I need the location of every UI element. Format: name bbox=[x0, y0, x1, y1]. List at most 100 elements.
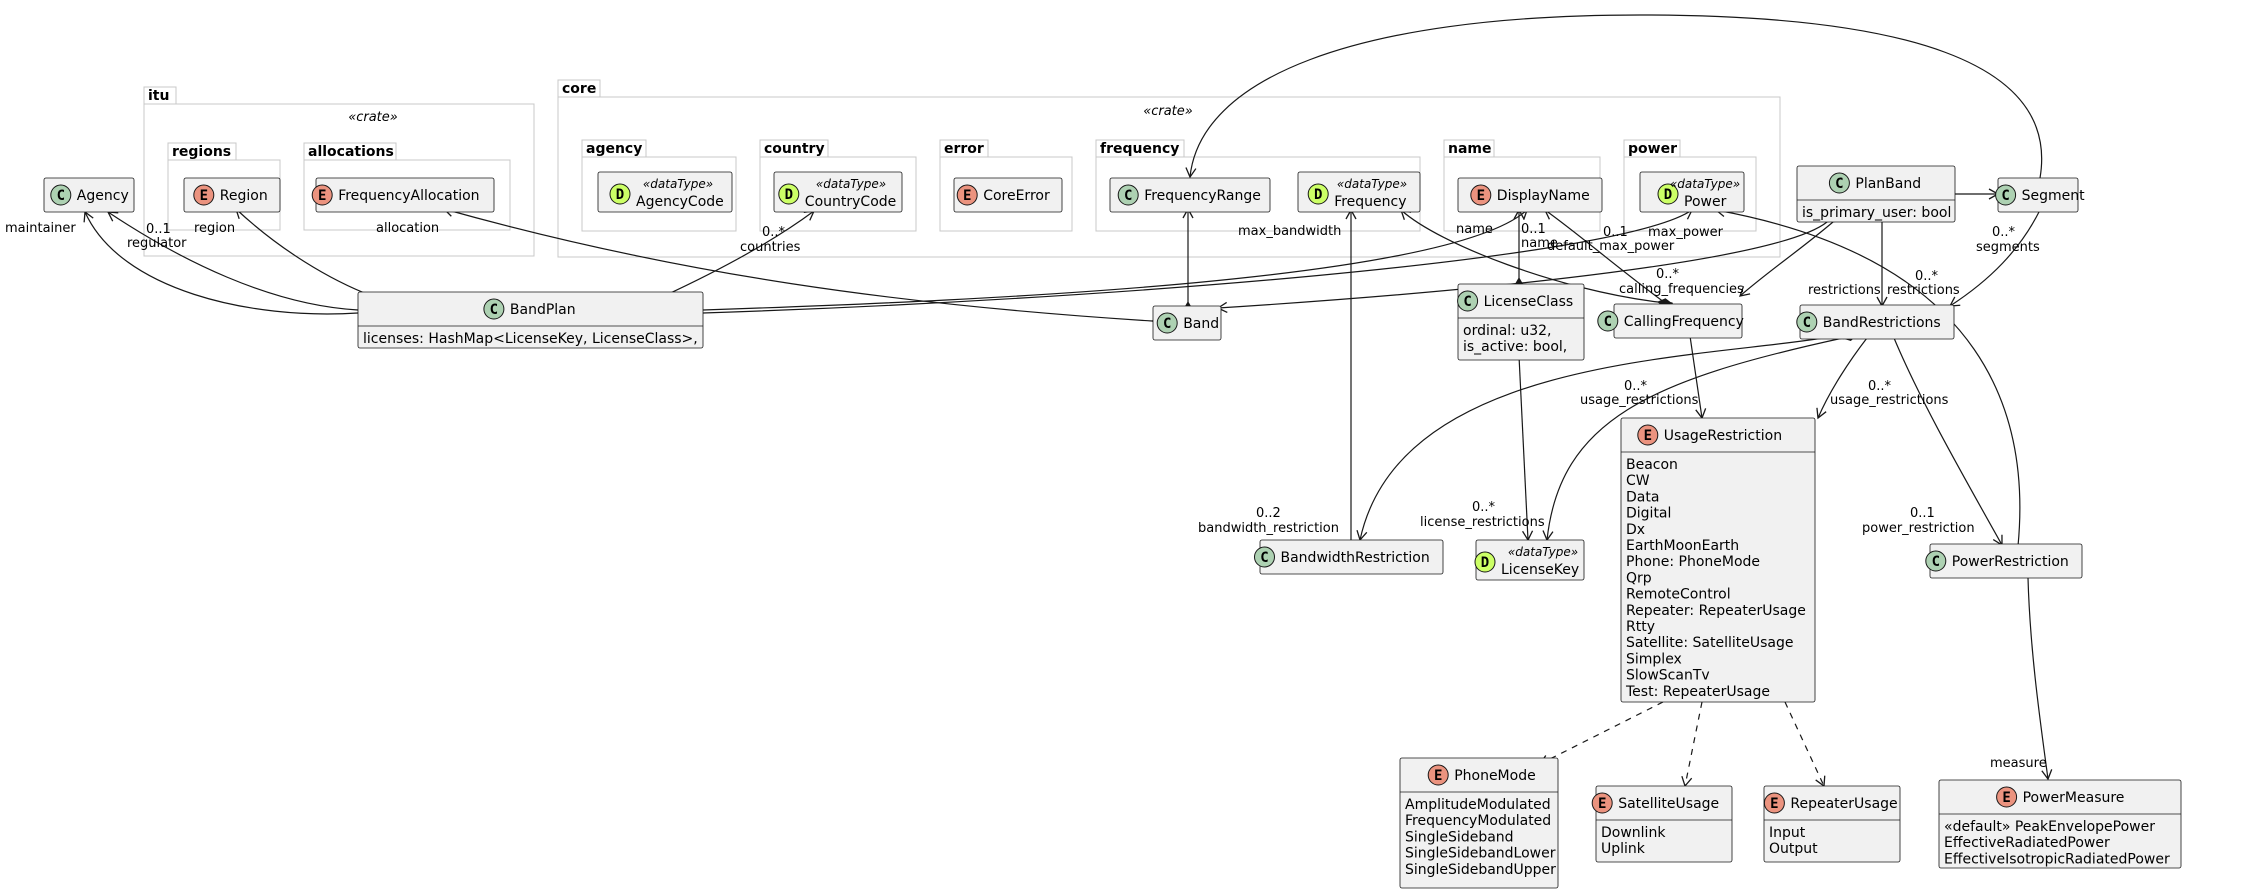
label-name-multiplicity: 0..1 bbox=[1521, 222, 1546, 237]
class-box bbox=[953, 177, 1063, 213]
badge-letter: E bbox=[1477, 188, 1485, 204]
label-maintainer: maintainer bbox=[5, 221, 76, 236]
class-agency[interactable]: C Agency bbox=[43, 177, 135, 213]
label-max-bandwidth: max_bandwidth bbox=[1238, 224, 1341, 239]
label-regulator: regulator bbox=[127, 236, 187, 251]
edge-labels: maintainer 0..1 regulator region allocat… bbox=[5, 221, 2047, 771]
class-name: Power bbox=[1684, 194, 1727, 210]
edge-usage-satelliteusage bbox=[1681, 701, 1703, 788]
class-license-key[interactable]: D«dataType»LicenseKey bbox=[1474, 539, 1585, 581]
class-agency-code[interactable]: D«dataType»AgencyCode bbox=[597, 171, 733, 213]
badge-letter: E bbox=[318, 188, 326, 204]
class-box bbox=[1457, 283, 1585, 361]
class-name: DisplayName bbox=[1497, 188, 1590, 204]
package-core-stereotype: «crate» bbox=[1143, 104, 1193, 119]
class-frequency[interactable]: D«dataType»Frequency bbox=[1297, 171, 1421, 213]
class-power-restriction[interactable]: C PowerRestriction bbox=[1925, 543, 2083, 579]
class-badge-icon bbox=[1457, 290, 1479, 312]
class-attribute: Data bbox=[1626, 489, 1659, 505]
label-usage-restrictions-1-multiplicity: 0..* bbox=[1624, 379, 1648, 394]
label-countries: countries bbox=[740, 240, 801, 255]
datatype-badge-icon bbox=[778, 183, 800, 205]
class-name: UsageRestriction bbox=[1664, 428, 1782, 444]
class-attribute: Test: RepeaterUsage bbox=[1625, 684, 1770, 700]
class-attribute: Digital bbox=[1626, 506, 1671, 522]
label-restrictions-segment: restrictions bbox=[1887, 283, 1960, 298]
enum-badge-icon bbox=[193, 184, 215, 206]
class-stereotype: «dataType» bbox=[816, 177, 886, 191]
label-usage-restrictions-2-multiplicity: 0..* bbox=[1868, 379, 1892, 394]
class-attribute: Input bbox=[1769, 825, 1806, 841]
class-frequency-range[interactable]: C FrequencyRange bbox=[1109, 177, 1271, 213]
label-countries-multiplicity: 0..* bbox=[762, 225, 786, 240]
badge-letter: E bbox=[1434, 768, 1442, 784]
class-attribute: CW bbox=[1626, 473, 1650, 489]
label-power-restriction-multiplicity: 0..1 bbox=[1910, 506, 1935, 521]
class-attribute: is_primary_user: bool bbox=[1802, 205, 1951, 221]
class-badge-icon bbox=[50, 184, 72, 206]
class-attribute: EffectiveRadiatedPower bbox=[1944, 835, 2110, 851]
badge-letter: E bbox=[2002, 790, 2010, 806]
class-name: FrequencyRange bbox=[1144, 188, 1261, 204]
class-box bbox=[773, 171, 903, 213]
edge-powerrestriction-powermeasure bbox=[2023, 562, 2053, 781]
class-box bbox=[1109, 177, 1271, 213]
class-attribute: Output bbox=[1769, 841, 1818, 857]
enum-badge-icon bbox=[311, 184, 333, 206]
class-attribute: Dx bbox=[1626, 522, 1645, 538]
class-stereotype: «dataType» bbox=[1670, 177, 1740, 191]
class-badge-icon bbox=[1796, 311, 1818, 333]
badge-letter: C bbox=[1932, 554, 1940, 570]
class-name: PowerMeasure bbox=[2023, 790, 2125, 806]
class-name: BandwidthRestriction bbox=[1281, 550, 1430, 566]
edges bbox=[83, 14, 2053, 788]
edge-bandplan-agency-regulator bbox=[106, 211, 373, 315]
badge-letter: C bbox=[2001, 188, 2009, 204]
badge-letter: C bbox=[57, 188, 65, 204]
label-max-power: max_power bbox=[1648, 225, 1724, 240]
class-box bbox=[357, 291, 704, 349]
class-name: RepeaterUsage bbox=[1790, 796, 1897, 812]
label-name: name bbox=[1456, 222, 1493, 237]
badge-letter: D bbox=[785, 187, 793, 203]
class-badge-icon bbox=[1156, 312, 1178, 334]
enum-badge-icon bbox=[1996, 786, 2018, 808]
class-name: LicenseClass bbox=[1484, 294, 1574, 310]
class-name: CallingFrequency bbox=[1624, 314, 1744, 330]
badge-letter: D bbox=[1314, 187, 1322, 203]
class-name: PowerRestriction bbox=[1952, 554, 2069, 570]
badge-letter: E bbox=[200, 188, 208, 204]
class-attribute: Uplink bbox=[1601, 841, 1646, 857]
class-badge-icon bbox=[1828, 172, 1850, 194]
class-name: Agency bbox=[77, 188, 129, 204]
class-attribute: SingleSidebandUpper bbox=[1405, 862, 1556, 878]
badge-letter: C bbox=[1124, 188, 1132, 204]
class-country-code[interactable]: D«dataType»CountryCode bbox=[773, 171, 903, 213]
class-display-name[interactable]: E DisplayName bbox=[1457, 177, 1603, 213]
class-attribute: EffectiveIsotropicRadiatedPower bbox=[1944, 851, 2170, 867]
label-restrictions: restrictions bbox=[1808, 283, 1881, 298]
edge-licenseclass-licensekey bbox=[1514, 341, 1534, 542]
class-name: BandPlan bbox=[510, 302, 576, 318]
class-box bbox=[1457, 177, 1603, 213]
label-region: region bbox=[194, 221, 235, 236]
class-attribute: Downlink bbox=[1601, 825, 1666, 841]
class-attribute: Rtty bbox=[1626, 619, 1655, 635]
class-power[interactable]: D«dataType»Power bbox=[1639, 171, 1745, 213]
